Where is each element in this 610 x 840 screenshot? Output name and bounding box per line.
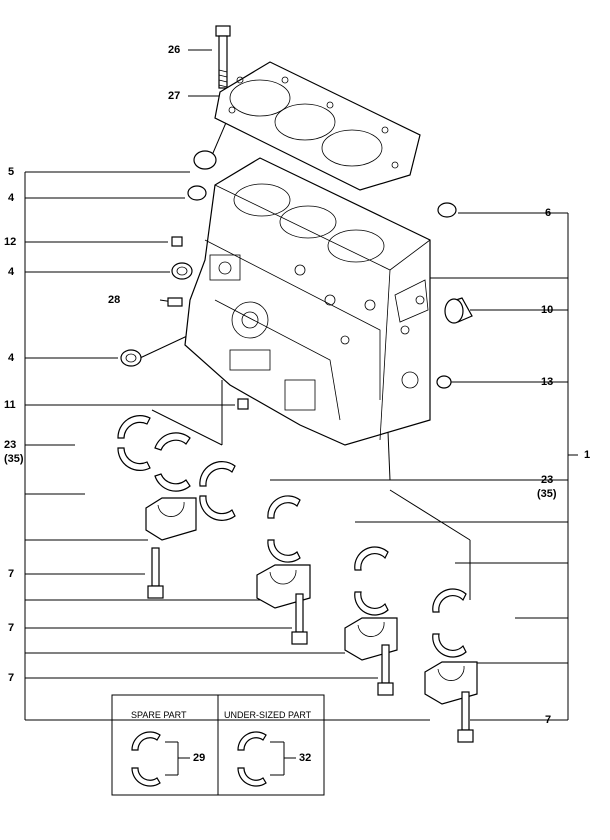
cylinder-block-icon xyxy=(184,157,431,446)
callout-6: 6 xyxy=(545,207,552,219)
callout-10: 10 xyxy=(541,304,554,316)
bearing-cap-icon xyxy=(145,497,478,705)
callout-12: 12 xyxy=(4,236,17,248)
callout-7-c: 7 xyxy=(8,672,15,684)
leader-lines xyxy=(24,49,578,721)
callout-32: 32 xyxy=(299,752,312,764)
under-sized-part-title: UNDER-SIZED PART xyxy=(224,710,312,720)
main-bearing-icon xyxy=(117,415,236,521)
plug-icon xyxy=(120,185,457,389)
callout-35-left: (35) xyxy=(4,453,24,465)
oil-seal-icon xyxy=(193,150,217,170)
callout-7-a: 7 xyxy=(8,568,15,580)
callout-27: 27 xyxy=(168,90,181,102)
callout-4-top: 4 xyxy=(8,192,15,204)
callout-35-right: (35) xyxy=(537,488,557,500)
screw-plug-icon xyxy=(167,236,249,410)
callout-23-left: 23 xyxy=(4,439,17,451)
bushing-icon xyxy=(444,297,473,324)
head-bolt-icon xyxy=(215,25,231,89)
callout-23-right: 23 xyxy=(541,474,554,486)
spare-part-title: SPARE PART xyxy=(131,710,187,720)
callout-28: 28 xyxy=(108,294,121,306)
callout-7-b: 7 xyxy=(8,622,15,634)
callout-4-low: 4 xyxy=(8,352,15,364)
head-gasket-icon xyxy=(214,61,421,191)
callout-7-d: 7 xyxy=(545,714,552,726)
callout-1: 1 xyxy=(584,449,591,461)
callout-29: 29 xyxy=(193,752,206,764)
callout-26: 26 xyxy=(168,44,181,56)
cap-bolt-icon xyxy=(147,547,474,743)
callout-4-mid: 4 xyxy=(8,266,15,278)
callout-5: 5 xyxy=(8,166,15,178)
main-bearing-pair-icon xyxy=(267,495,467,658)
callout-13: 13 xyxy=(541,376,554,388)
spare-part-box xyxy=(111,694,325,796)
callout-11: 11 xyxy=(4,399,16,411)
